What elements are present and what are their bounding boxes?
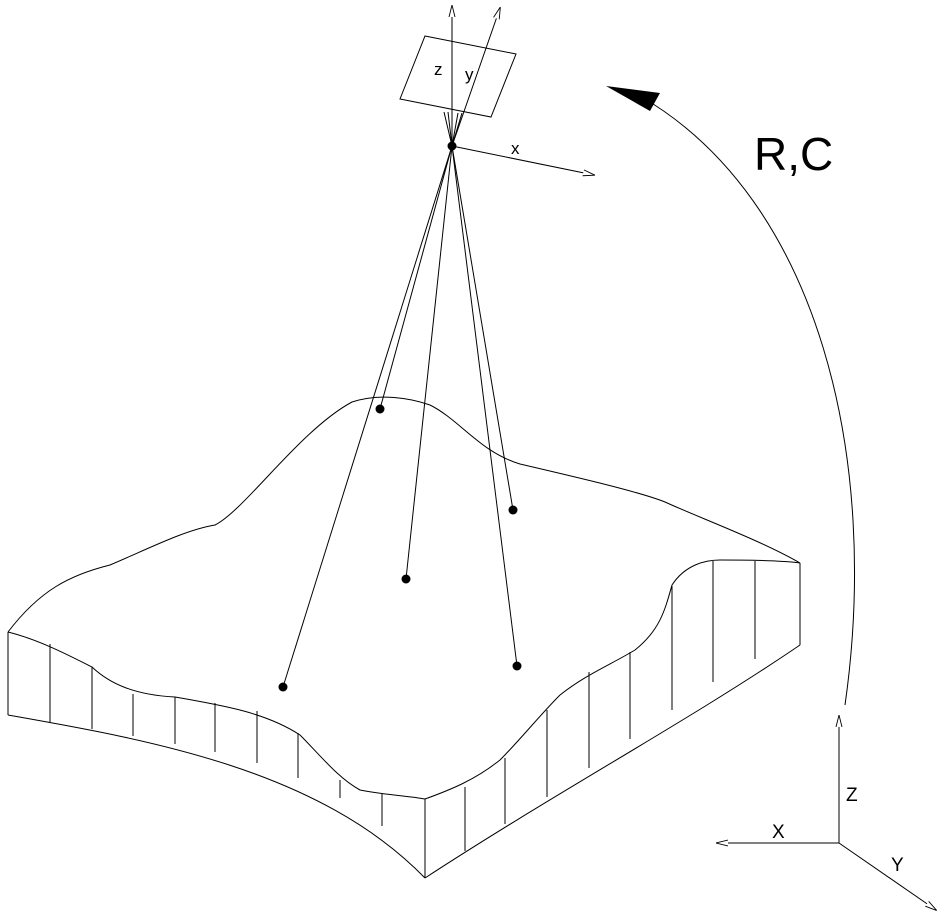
- terrain-front-right-edge: [424, 559, 801, 800]
- terrain-top-surface: [7, 396, 801, 633]
- terrain-front-left-edge: [7, 631, 426, 800]
- rotation-arc: R,C: [606, 86, 856, 706]
- world-y-axis: [838, 842, 936, 910]
- world-y-label: Y: [891, 855, 904, 876]
- camera-x-axis: [451, 145, 594, 175]
- ground-point: [512, 661, 522, 671]
- camera-z-label: z: [434, 60, 443, 79]
- terrain-block: [7, 396, 801, 879]
- terrain-right-face-hatching: [464, 561, 756, 851]
- camera-x-label: x: [511, 139, 520, 158]
- ground-point: [278, 682, 288, 692]
- rotation-arc-arrowhead: [606, 86, 660, 111]
- ray: [379, 145, 453, 410]
- rotation-arc-line: [639, 95, 856, 706]
- camera-y-label: y: [465, 65, 474, 84]
- ray: [282, 145, 453, 688]
- world-axes: Z X Y: [717, 716, 936, 910]
- ray: [451, 145, 518, 667]
- terrain-left-face-hatching: [49, 644, 383, 826]
- ground-points: [278, 404, 522, 692]
- world-x-label: X: [772, 822, 785, 843]
- ground-point: [508, 505, 518, 515]
- ground-point: [375, 404, 385, 414]
- terrain-bottom-left-edge: [7, 714, 426, 879]
- terrain-bottom-right-edge: [424, 644, 801, 879]
- ground-point: [401, 574, 411, 584]
- camera: z y x: [399, 6, 594, 175]
- projection-rays: [282, 111, 518, 688]
- world-z-label: Z: [846, 785, 858, 806]
- image-plane: [399, 35, 517, 118]
- perspective-center: [447, 141, 457, 151]
- rotation-label: R,C: [754, 128, 833, 180]
- ray: [405, 145, 453, 580]
- camera-y-axis: [451, 8, 500, 147]
- ray: [451, 145, 514, 511]
